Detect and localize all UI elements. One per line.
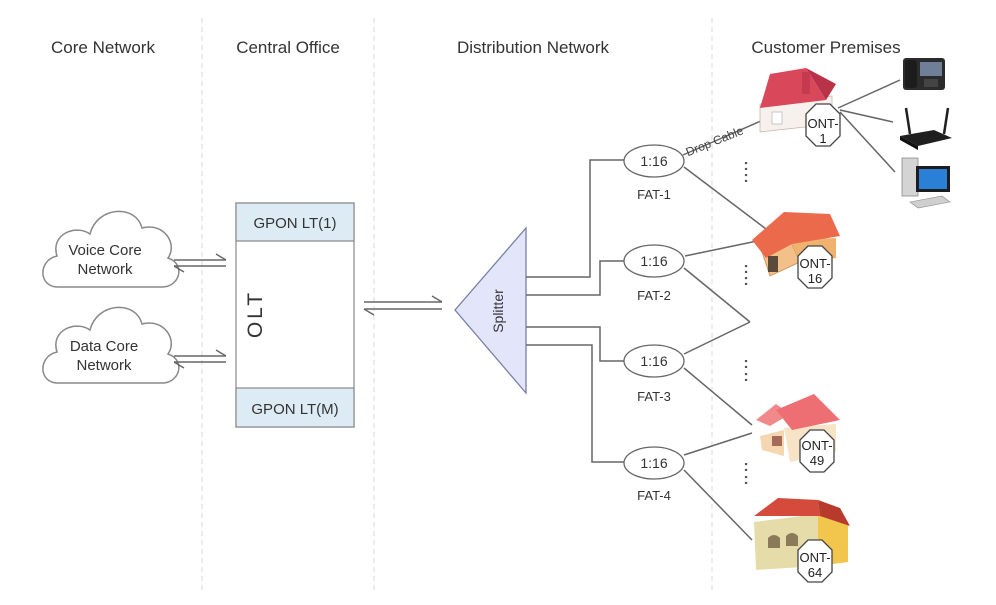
bidirectional-arrow-icon (173, 253, 227, 273)
fat-ratio: 1:16 (640, 455, 667, 471)
drop-cable-line (683, 166, 771, 233)
drop-cable-line (683, 367, 753, 426)
house-16: ONT- 16 (752, 212, 840, 289)
cloud-icon (42, 306, 180, 384)
cloud-label-line1: Data Core (70, 338, 138, 355)
house-49: ONT- 49 (756, 394, 840, 473)
fat-ellipse (623, 446, 685, 480)
drop-cable-line (683, 469, 753, 541)
ont-label-line1: ONT- (799, 256, 830, 271)
voice-core-cloud: Voice Core Network (42, 210, 180, 288)
fat-3: 1:16 FAT-3 (623, 344, 685, 404)
fibre-fat-1 (526, 159, 625, 278)
fat-name: FAT-2 (637, 288, 671, 303)
olt-unit: GPON LT(1) GPON LT(M) OLT (235, 202, 355, 428)
olt-lt-last (235, 387, 355, 428)
data-core-cloud: Data Core Network (42, 306, 180, 384)
vertical-ellipsis: : (743, 157, 748, 174)
vertical-ellipsis: : (743, 169, 748, 186)
ont-label-line1: ONT- (801, 438, 832, 453)
vertical-ellipsis: : (743, 260, 748, 277)
header-core-network: Core Network (51, 38, 155, 57)
ont-octagon (799, 429, 835, 473)
splitter-label: Splitter (490, 289, 506, 333)
fat-ratio: 1:16 (640, 253, 667, 269)
house-1: ONT- 1 (759, 68, 841, 147)
splitter-triangle (454, 226, 527, 395)
fat-4: 1:16 FAT-4 (623, 446, 685, 503)
fat-1: 1:16 FAT-1 (623, 144, 685, 202)
olt-label: OLT (244, 290, 267, 338)
olt-lt-first-label: GPON LT(1) (253, 215, 336, 232)
ont-octagon (797, 245, 833, 289)
device-links (837, 79, 901, 173)
bidirectional-arrow-icon (363, 295, 443, 316)
ont-label-line1: ONT- (807, 116, 838, 131)
cloud-label-line1: Voice Core (68, 242, 141, 259)
drop-cable-label: Drop Cable (684, 123, 746, 159)
drop-cable-line (683, 267, 751, 323)
cloud-label-line2: Network (77, 261, 133, 278)
link-arrows-core (173, 253, 443, 369)
fat-name: FAT-1 (637, 187, 671, 202)
drop-cable-line (684, 239, 763, 257)
fat-name: FAT-4 (637, 488, 671, 503)
ont-octagon (805, 103, 841, 147)
ont-label-line2: 64 (808, 565, 822, 580)
fat-ellipse (623, 244, 685, 278)
drop-cable-line (682, 116, 771, 156)
ellipsis-markers: : : : : : : : : (743, 157, 748, 488)
fibre-fat-3 (526, 326, 625, 362)
vertical-ellipsis: : (743, 368, 748, 385)
column-headers: Core Network Central Office Distribution… (51, 38, 901, 57)
wifi-router-icon (900, 107, 952, 150)
fat-ellipse (623, 344, 685, 378)
header-distribution-network: Distribution Network (457, 38, 610, 57)
fibre-fat-4 (526, 344, 625, 463)
bidirectional-arrow-icon (173, 349, 227, 369)
ont-label-line1: ONT- (799, 550, 830, 565)
distribution-fibres (526, 159, 625, 463)
drop-cable-line (683, 321, 751, 355)
vertical-ellipsis: : (743, 355, 748, 372)
cloud-label-line2: Network (76, 357, 132, 374)
splitter: Splitter (454, 226, 527, 395)
house-64: ONT- 64 (754, 498, 850, 583)
ip-phone-icon (903, 58, 945, 90)
header-customer-premises: Customer Premises (751, 38, 900, 57)
vertical-ellipsis: : (743, 458, 748, 475)
drop-cable-line (683, 432, 753, 456)
vertical-ellipsis: : (743, 471, 748, 488)
ont-label-line2: 49 (810, 453, 824, 468)
fat-ellipse (623, 144, 685, 178)
drop-cables (682, 116, 771, 541)
vertical-ellipsis: : (743, 272, 748, 289)
ont-label-line2: 1 (819, 131, 826, 146)
header-central-office: Central Office (236, 38, 340, 57)
desktop-computer-icon (901, 157, 951, 209)
ont-octagon (797, 539, 833, 583)
fat-2: 1:16 FAT-2 (623, 244, 685, 303)
fat-ratio: 1:16 (640, 353, 667, 369)
fibre-fat-2 (526, 260, 625, 296)
fat-name: FAT-3 (637, 389, 671, 404)
fat-ratio: 1:16 (640, 153, 667, 169)
cloud-icon (42, 210, 180, 288)
olt-lt-first (235, 202, 355, 242)
olt-lt-last-label: GPON LT(M) (251, 401, 338, 418)
ont-label-line2: 16 (808, 271, 822, 286)
